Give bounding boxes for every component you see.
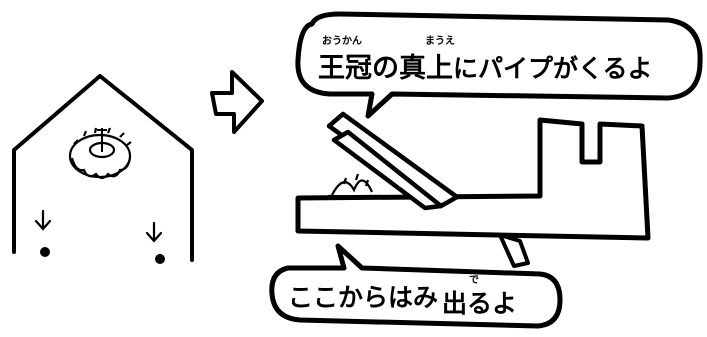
text-de: 出 bbox=[442, 289, 467, 318]
down-arrow-right bbox=[145, 221, 163, 243]
text-kokokara: ここからはみ bbox=[288, 283, 438, 312]
ruby-maue: まうえ bbox=[425, 35, 455, 47]
small-crown-icon bbox=[327, 173, 381, 199]
ruby-oukan: おうかん bbox=[322, 35, 362, 47]
right-arrow-icon bbox=[210, 70, 264, 134]
machine-body bbox=[295, 117, 651, 241]
speech-bubble-top: おうかん まうえ 王冠の真上にパイプがくるよ bbox=[295, 11, 703, 119]
down-arrow-left bbox=[34, 209, 52, 231]
bottom-bubble-text: ここからはみ出るよ bbox=[288, 283, 517, 318]
top-bubble-text: 王冠の真上にパイプがくるよ bbox=[318, 53, 653, 84]
text-rest: にパイプがくるよ bbox=[453, 54, 653, 83]
text-oukan: 王冠 bbox=[318, 53, 372, 84]
text-maue: 真上 bbox=[399, 53, 453, 84]
house-box bbox=[12, 74, 194, 262]
hole-right bbox=[155, 254, 165, 264]
house-outline bbox=[12, 74, 194, 262]
hole-left bbox=[40, 247, 50, 257]
pipe-protrusion bbox=[498, 233, 530, 268]
ruby-de: で bbox=[469, 274, 479, 286]
pipe bbox=[326, 111, 460, 211]
text-no: の bbox=[372, 53, 399, 84]
text-ruyo: るよ bbox=[467, 289, 517, 318]
speech-bubble-bottom: で ここからはみ出るよ bbox=[269, 243, 563, 329]
crown-icon bbox=[68, 127, 132, 180]
